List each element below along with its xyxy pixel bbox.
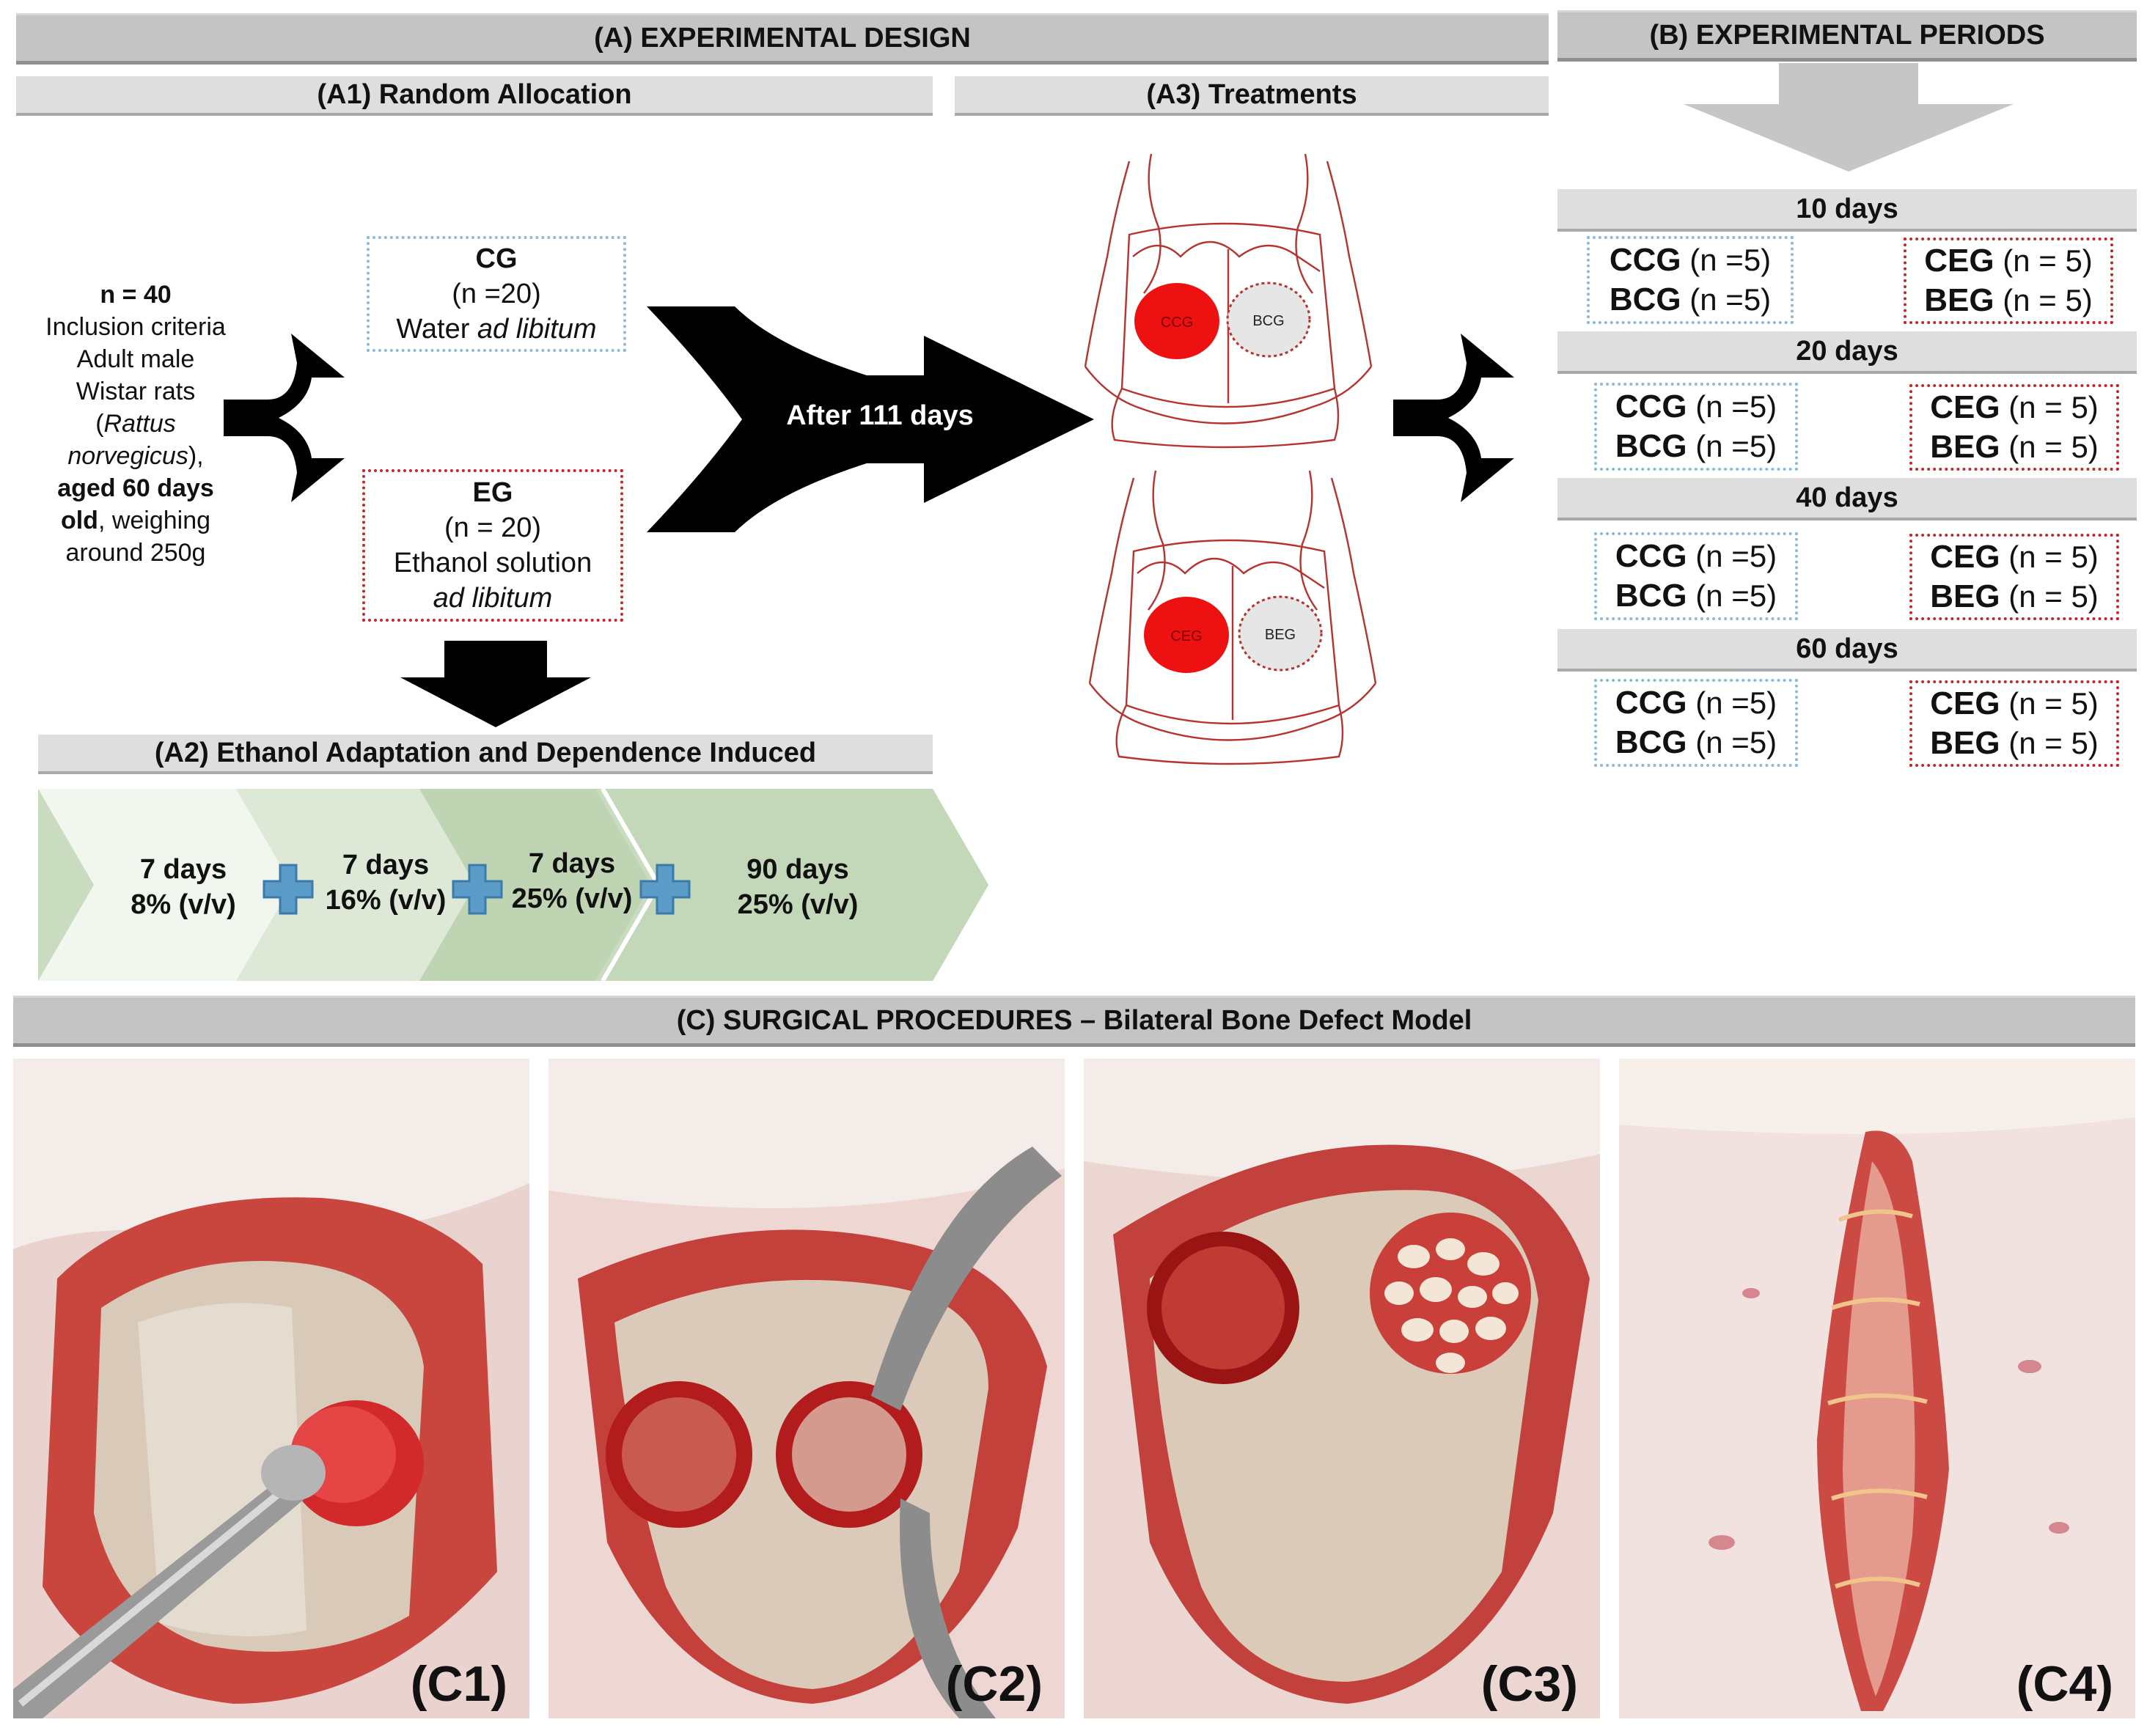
population-weight: around 250g xyxy=(65,539,206,567)
a2-title: (A2) Ethanol Adaptation and Dependence I… xyxy=(154,737,817,768)
photo-label-c1: (C1) xyxy=(410,1656,507,1712)
population-species-line2: norvegicus), xyxy=(67,442,204,470)
control-group-box: CCG (n =5) BCG (n =5) xyxy=(1594,679,1798,767)
cg-name: CG xyxy=(475,243,518,274)
beg-label: BEG xyxy=(1265,627,1296,643)
a1-header: (A1) Random Allocation xyxy=(16,76,933,116)
adaptation-chevrons xyxy=(38,789,988,981)
ethanol-group-box: CEG (n = 5) BEG (n = 5) xyxy=(1904,238,2113,324)
surgical-photo-c4: (C4) xyxy=(1619,1059,2135,1718)
population-line3: Wistar rats xyxy=(76,378,196,405)
plus-icon xyxy=(639,864,691,915)
photo-label-c4: (C4) xyxy=(2016,1656,2113,1712)
period-header: 10 days xyxy=(1557,189,2137,232)
skull-control: CCG BCG xyxy=(1084,153,1373,449)
eg-name: EG xyxy=(472,477,513,508)
section-a-title: (A) EXPERIMENTAL DESIGN xyxy=(594,22,971,54)
period-header: 60 days xyxy=(1557,629,2137,672)
cg-n: (n =20) xyxy=(452,279,541,309)
eg-box: EG (n = 20) Ethanol solution ad libitum xyxy=(362,469,623,622)
a2-header: (A2) Ethanol Adaptation and Dependence I… xyxy=(38,735,933,774)
ccg-label: CCG xyxy=(1161,315,1193,331)
a1-title: (A1) Random Allocation xyxy=(317,78,632,110)
cg-box: CG (n =20) Water ad libitum xyxy=(367,236,626,352)
population-species-line1: (Rattus xyxy=(95,410,176,438)
photo-label-c3: (C3) xyxy=(1480,1656,1578,1712)
ceg-label: CEG xyxy=(1170,628,1202,644)
population-old-weighing: old, weighing xyxy=(60,507,211,534)
periods-down-arrow xyxy=(1684,63,2014,172)
control-group-box: CCG (n =5) BCG (n =5) xyxy=(1594,383,1798,471)
surgical-photo-c3: (C3) xyxy=(1084,1059,1600,1718)
section-b-header: (B) EXPERIMENTAL PERIODS xyxy=(1557,10,2137,62)
eg-ad-lib: ad libitum xyxy=(433,583,553,614)
period-header: 40 days xyxy=(1557,478,2137,521)
section-c-title: (C) SURGICAL PROCEDURES – Bilateral Bone… xyxy=(676,1004,1472,1036)
split-arrow-a1 xyxy=(224,334,345,502)
plus-icon xyxy=(452,864,503,915)
period-header: 20 days xyxy=(1557,331,2137,374)
down-arrow xyxy=(400,641,591,727)
section-c-header: (C) SURGICAL PROCEDURES – Bilateral Bone… xyxy=(13,996,2135,1047)
photo-label-c2: (C2) xyxy=(945,1656,1043,1712)
surgical-photo-c1: (C1) xyxy=(13,1059,529,1718)
population-line2: Adult male xyxy=(76,345,195,373)
a3-title: (A3) Treatments xyxy=(1146,78,1357,110)
skull-ethanol: CEG BEG xyxy=(1088,470,1377,765)
eg-n: (n = 20) xyxy=(444,512,542,543)
surgical-photo-c2: (C2) xyxy=(548,1059,1065,1718)
section-a-header: (A) EXPERIMENTAL DESIGN xyxy=(16,13,1549,65)
eg-solution: Ethanol solution xyxy=(393,548,592,578)
population-aged: aged 60 days xyxy=(57,474,214,502)
section-b-title: (B) EXPERIMENTAL PERIODS xyxy=(1649,19,2045,51)
after-label: After 111 days xyxy=(786,400,974,431)
split-arrow-b xyxy=(1393,334,1514,502)
ethanol-group-box: CEG (n = 5) BEG (n = 5) xyxy=(1909,534,2119,620)
plus-icon xyxy=(263,864,314,915)
ethanol-group-box: CEG (n = 5) BEG (n = 5) xyxy=(1909,680,2119,767)
merge-arrow xyxy=(647,306,1094,532)
ethanol-group-box: CEG (n = 5) BEG (n = 5) xyxy=(1909,384,2119,471)
population-n: n = 40 xyxy=(100,281,172,309)
a3-header: (A3) Treatments xyxy=(955,76,1549,116)
population-line1: Inclusion criteria xyxy=(45,313,226,341)
control-group-box: CCG (n =5) BCG (n =5) xyxy=(1587,236,1794,324)
bcg-label: BCG xyxy=(1252,313,1284,329)
control-group-box: CCG (n =5) BCG (n =5) xyxy=(1594,532,1798,620)
cg-water: Water ad libitum xyxy=(396,314,597,345)
population-description: n = 40 Inclusion criteria Adult male Wis… xyxy=(22,279,249,569)
